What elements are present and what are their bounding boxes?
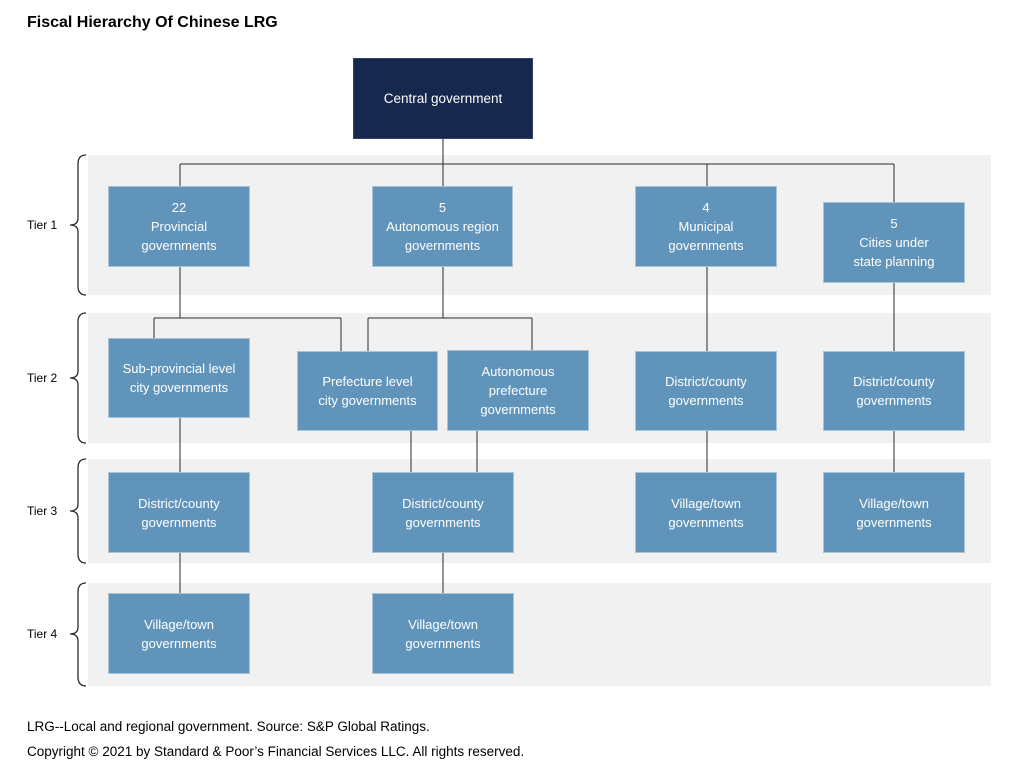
node-district-county-governments-t3b: District/county governments (372, 472, 514, 553)
node-cities-under-state-planning: 5 Cities under state planning (823, 202, 965, 283)
tier3-label: Tier 3 (27, 504, 58, 518)
tier1-label: Tier 1 (27, 218, 58, 232)
node-district-county-governments-t2b: District/county governments (823, 351, 965, 431)
source-note: LRG--Local and regional government. Sour… (27, 719, 430, 734)
node-district-county-governments-t3a: District/county governments (108, 472, 250, 553)
node-district-county-governments-t2a: District/county governments (635, 351, 777, 431)
node-prefecture-city-governments: Prefecture level city governments (297, 351, 438, 431)
node-village-town-governments-t4b: Village/town governments (372, 593, 514, 674)
node-autonomous-prefecture-governments: Autonomous prefecture governments (447, 350, 589, 431)
node-central-government: Central government (353, 58, 533, 139)
node-autonomous-region-governments: 5 Autonomous region governments (372, 186, 513, 267)
tier4-brace (69, 582, 87, 687)
node-village-town-governments-t3a: Village/town governments (635, 472, 777, 553)
tier4-label: Tier 4 (27, 627, 58, 641)
tier3-brace (69, 458, 87, 564)
tier1-brace (69, 154, 87, 296)
copyright-note: Copyright © 2021 by Standard & Poor’s Fi… (27, 744, 525, 759)
page-title: Fiscal Hierarchy Of Chinese LRG (27, 14, 278, 31)
tier2-label: Tier 2 (27, 371, 58, 385)
tier2-brace (69, 312, 87, 444)
node-municipal-governments: 4 Municipal governments (635, 186, 777, 267)
node-provincial-governments: 22 Provincial governments (108, 186, 250, 267)
node-subprovincial-city-governments: Sub-provincial level city governments (108, 338, 250, 418)
node-village-town-governments-t3b: Village/town governments (823, 472, 965, 553)
node-village-town-governments-t4a: Village/town governments (108, 593, 250, 674)
